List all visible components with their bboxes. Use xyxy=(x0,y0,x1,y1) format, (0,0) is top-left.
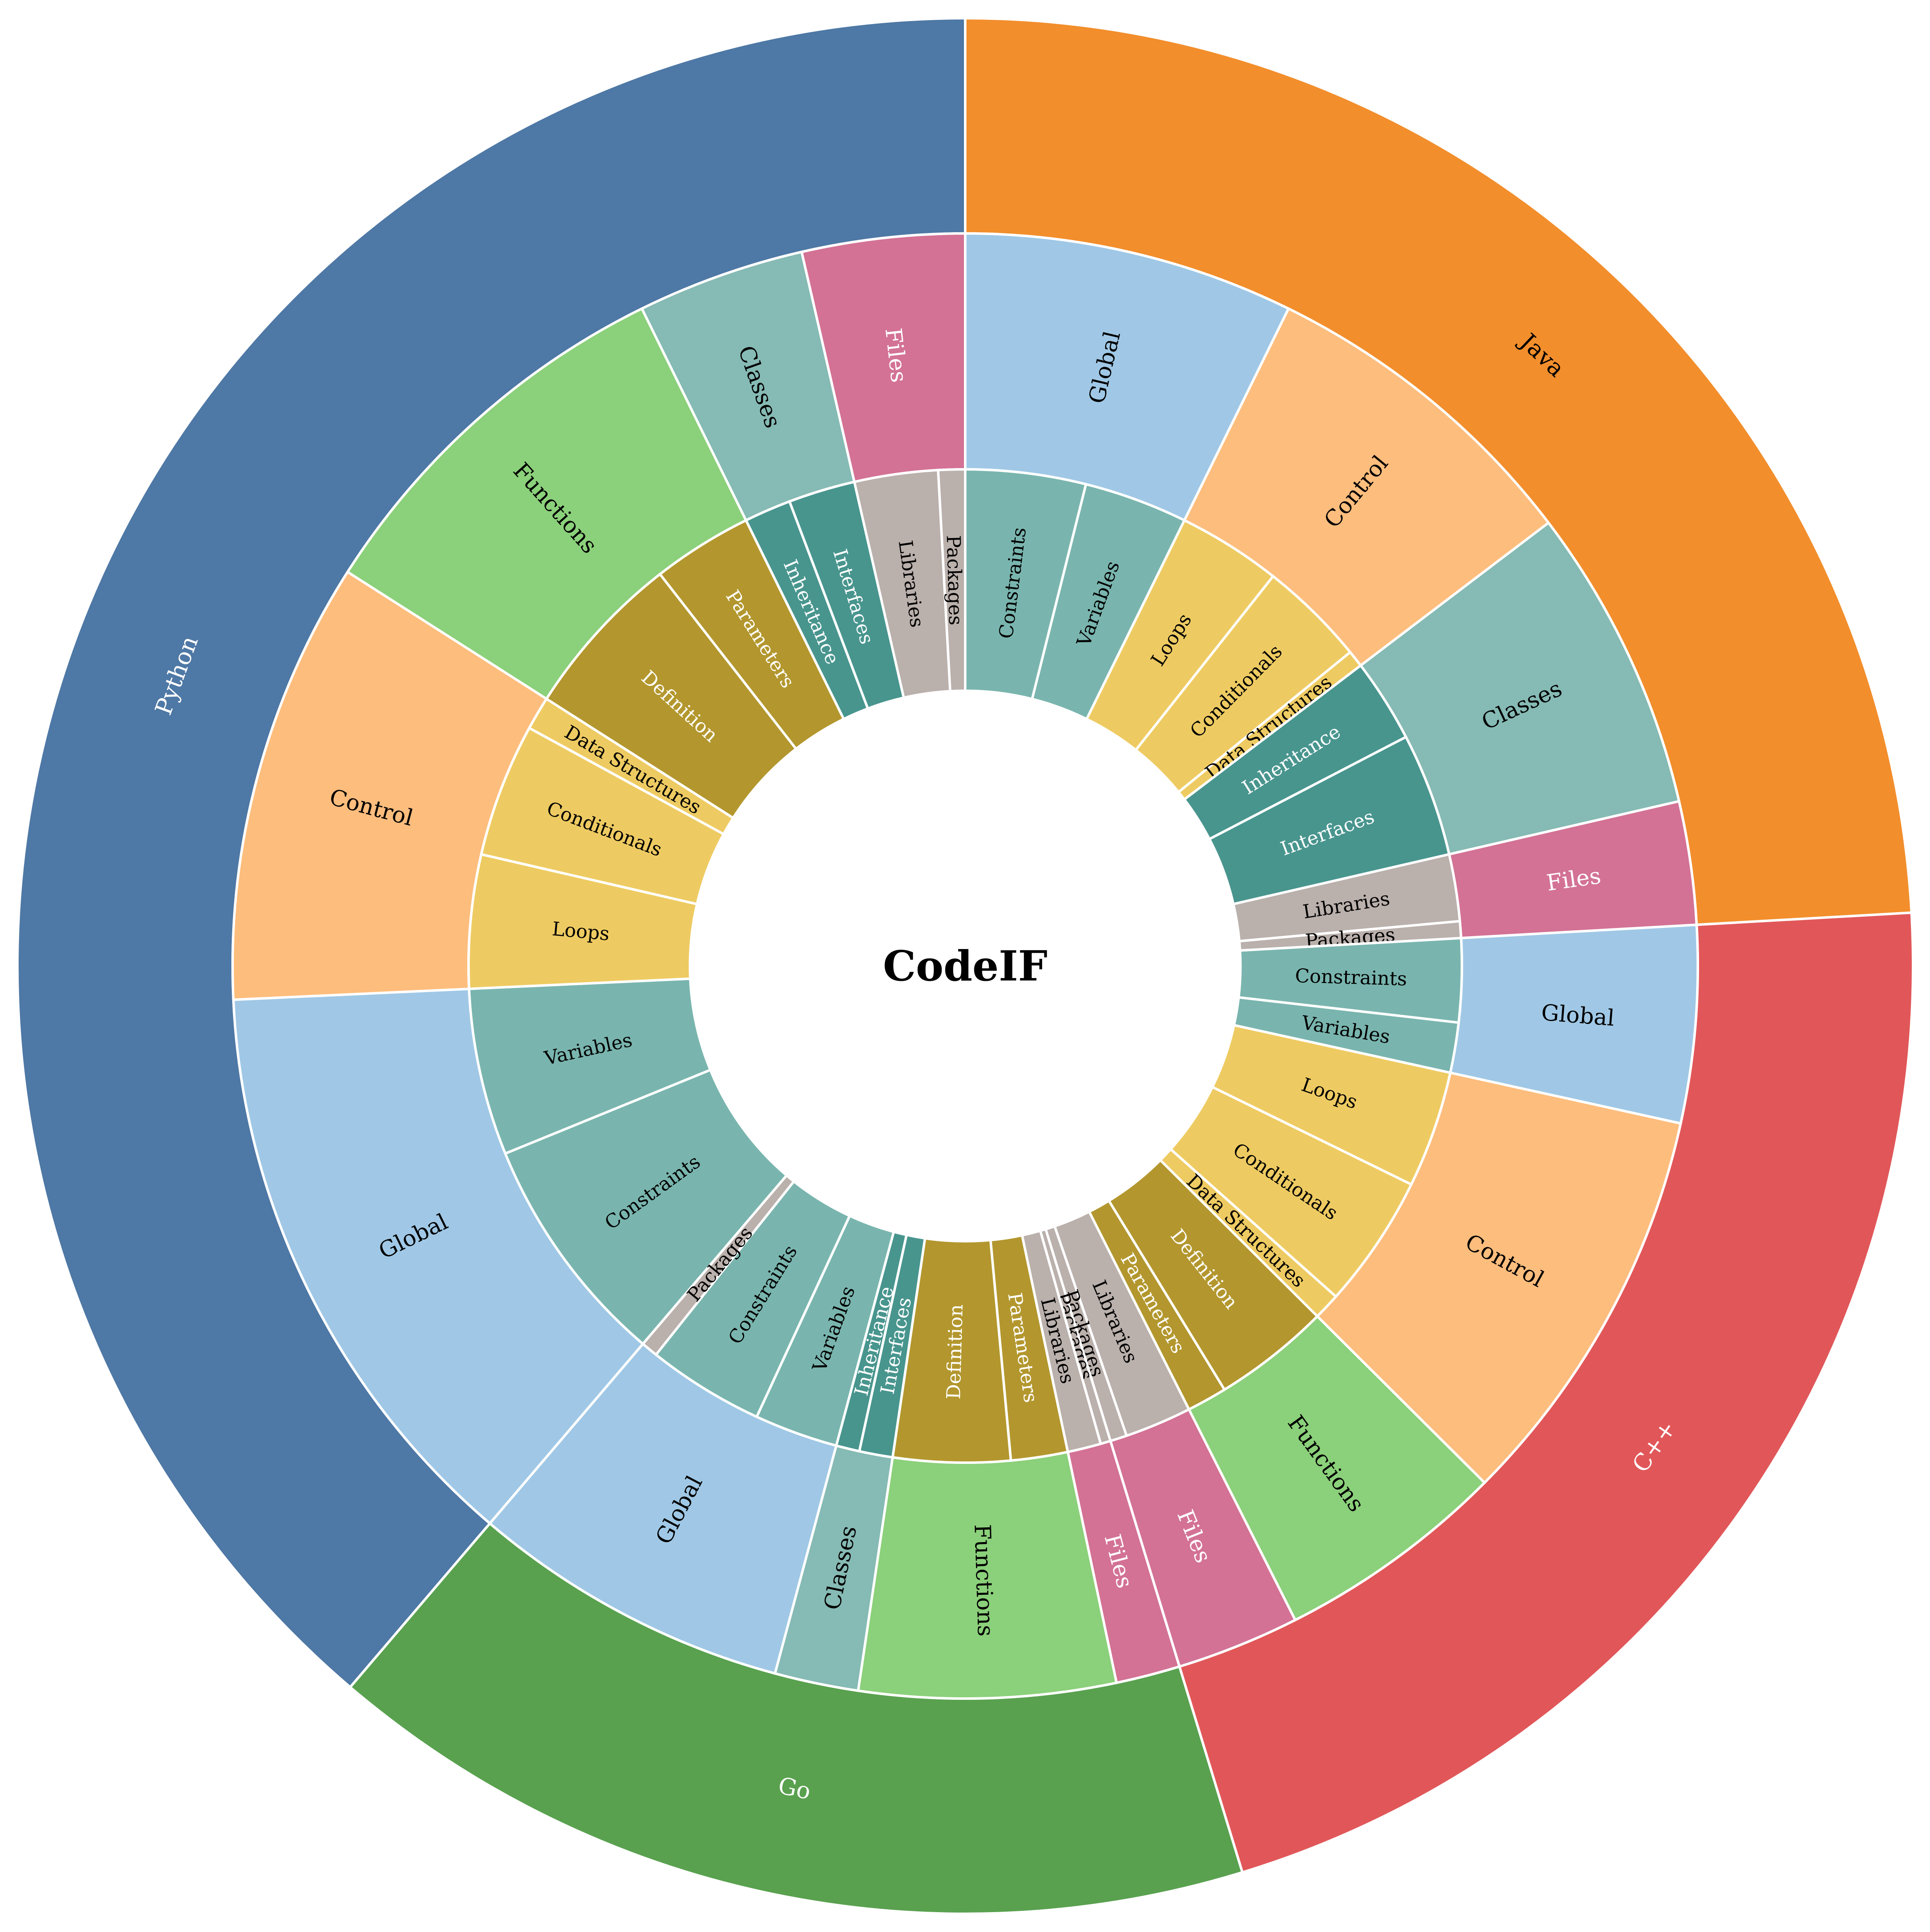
category-go-functions-label: Functions xyxy=(969,1524,999,1637)
language-go-label: Go xyxy=(776,1772,813,1805)
sub-python-global-constraints-arc xyxy=(503,1068,788,1346)
sub-go-functions-definition-label: Definition xyxy=(942,1304,967,1400)
sub-python-control-loops-label: Loops xyxy=(551,918,610,945)
sub-go-global-packages-arc xyxy=(641,1173,796,1357)
category-python-files-label: Files xyxy=(880,327,912,384)
chart-title: CodeIF xyxy=(883,942,1048,990)
sub-c-global-constraints-label: Constraints xyxy=(1295,964,1407,990)
category-c-global-label: Global xyxy=(1541,999,1615,1031)
sub-python-files-packages-label: Packages xyxy=(942,535,967,625)
sunburst-rings: PythonGlobalConstraintsVariablesControlL… xyxy=(16,17,1914,1915)
